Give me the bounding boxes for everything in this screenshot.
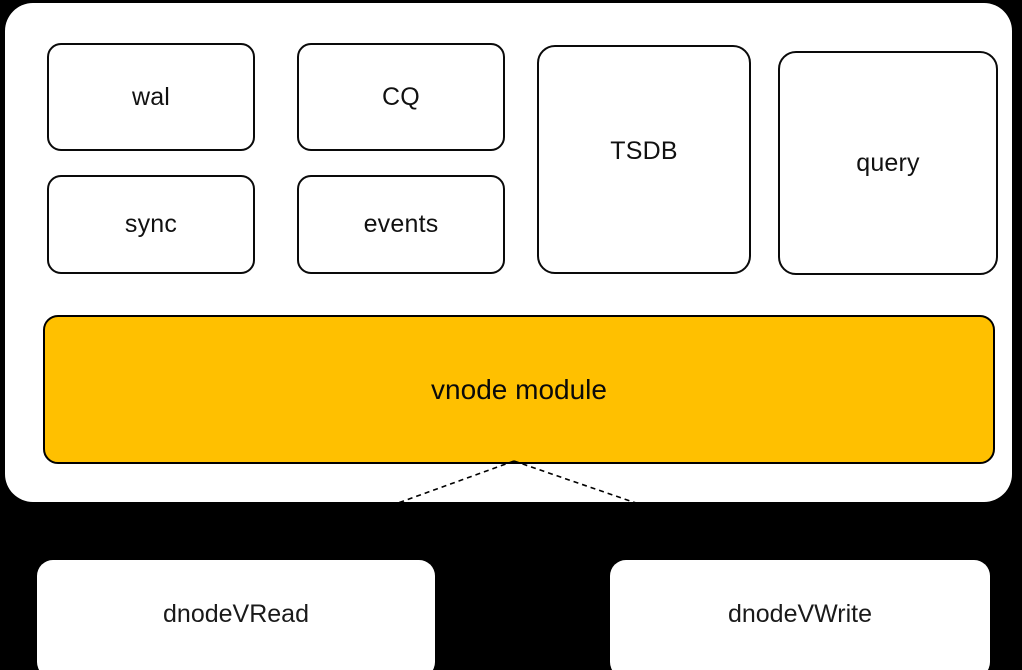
module-box-sync[interactable]: sync: [47, 175, 255, 274]
module-label-cq: CQ: [382, 82, 420, 111]
dnode-box-dnodevwrite[interactable]: dnodeVWrite: [610, 560, 990, 670]
module-label-tsdb: TSDB: [610, 137, 678, 165]
vnode-module-label: vnode module: [431, 373, 607, 405]
module-box-events[interactable]: events: [297, 175, 505, 274]
module-label-events: events: [363, 210, 439, 238]
module-label-sync: sync: [124, 210, 178, 238]
dnode-label-dnodevread: dnodeVRead: [163, 599, 309, 628]
dnode-label-dnodevwrite: dnodeVWrite: [727, 599, 873, 628]
vnode-module-bar[interactable]: vnode module: [43, 315, 995, 464]
module-box-cq[interactable]: CQ: [297, 43, 505, 151]
vnode-panel: wal CQ sync events TSDB query vnode modu…: [5, 3, 1012, 502]
module-label-query: query: [856, 148, 920, 177]
module-box-wal[interactable]: wal: [47, 43, 255, 151]
module-box-query[interactable]: query: [778, 51, 998, 275]
dnode-box-dnodevread[interactable]: dnodeVRead: [37, 560, 435, 670]
module-box-tsdb[interactable]: TSDB: [537, 45, 751, 274]
module-label-wal: wal: [131, 82, 171, 111]
